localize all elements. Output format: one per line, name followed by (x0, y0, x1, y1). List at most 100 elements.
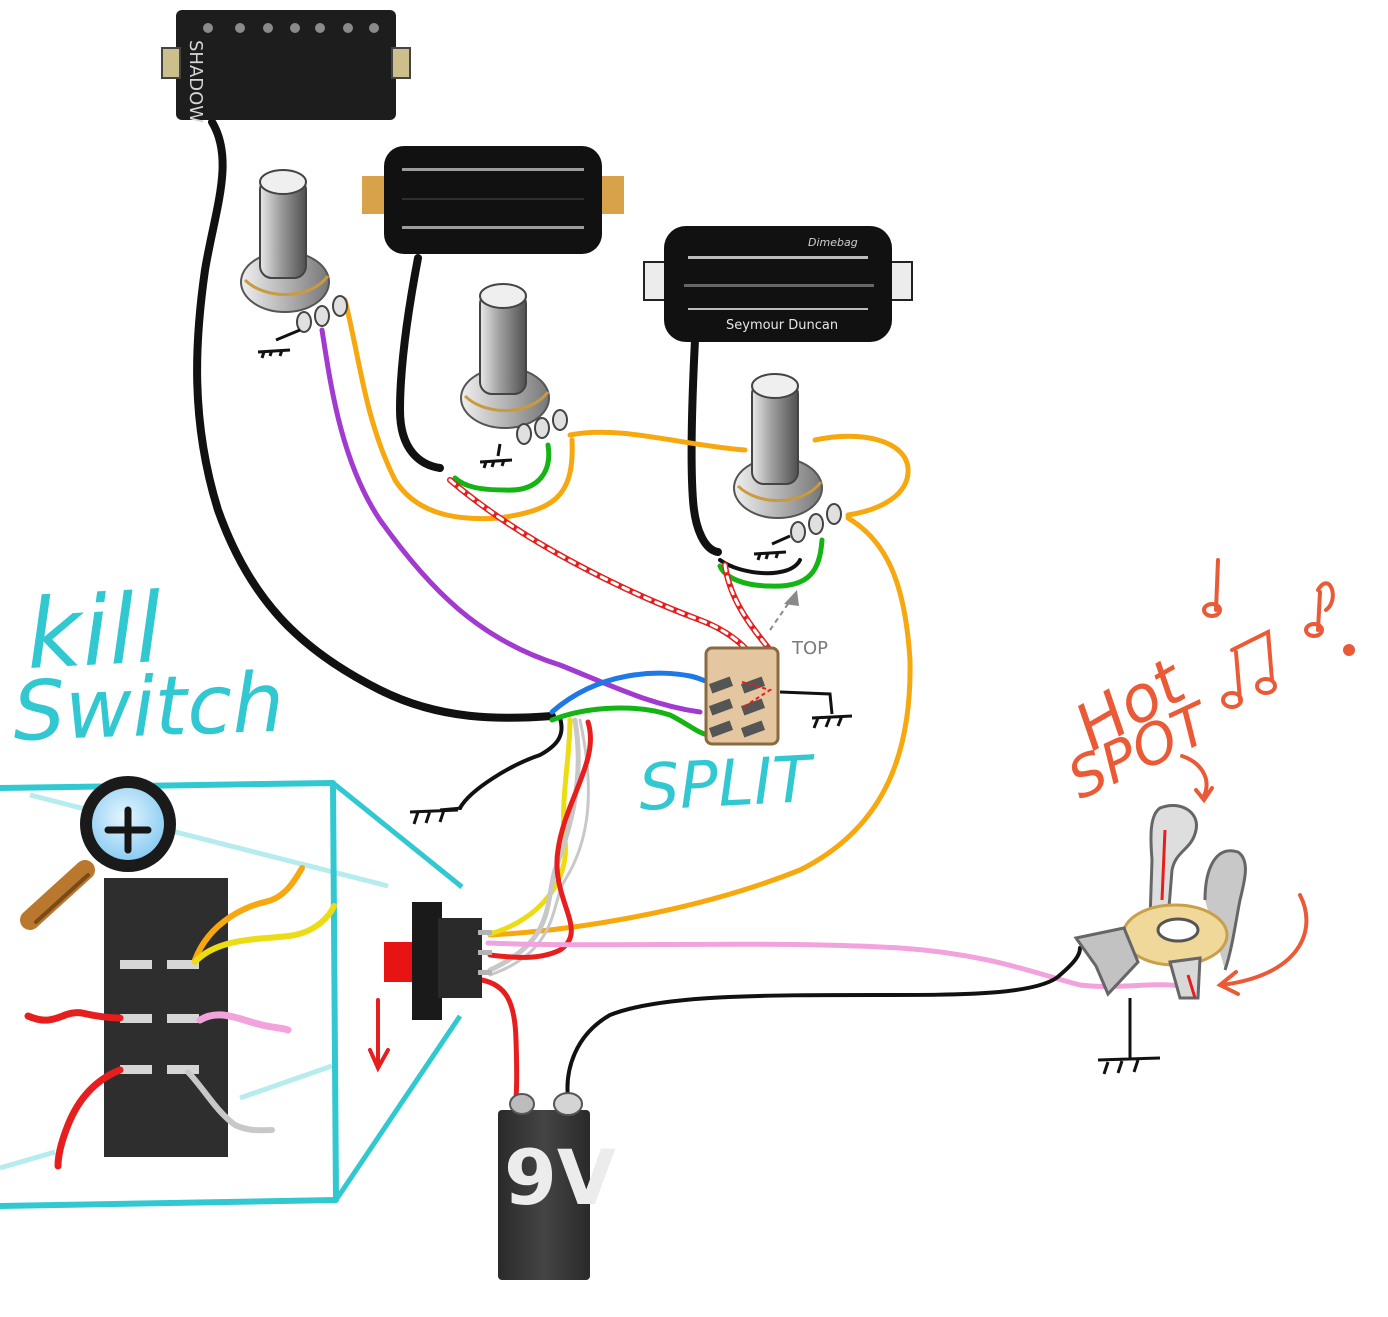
pot3-shaft-top (751, 373, 799, 399)
pickup-bridge-brand: Seymour Duncan (726, 318, 838, 333)
music-note-icon (1202, 558, 1222, 618)
magnifier-handle-shade (34, 873, 90, 924)
potentiometer-icon (460, 283, 568, 445)
top-label: TOP (791, 638, 828, 659)
pickup-mid-coil-line-1 (402, 168, 584, 171)
pickup-mid-tab-left (362, 176, 388, 214)
ground-symbol-icon (1097, 998, 1161, 1075)
inset-light-ray-3 (239, 1063, 333, 1101)
jack-sleeve-lug (1073, 926, 1140, 997)
pickup-mid-coil-line-2 (402, 198, 584, 200)
switch-enlarged-lugs (120, 960, 199, 1074)
pickup-neck-polepieces (203, 23, 379, 33)
jack-hole (1156, 917, 1200, 943)
lug (120, 960, 152, 969)
wire-red-toggle (487, 719, 593, 960)
pot1-shaft-top (259, 169, 307, 195)
humbucker-pickup-icon: Seymour Duncan Dimebag (643, 226, 913, 342)
pot2-shaft-top (479, 283, 527, 309)
toggle-body (438, 918, 482, 998)
potentiometer-icon (733, 373, 842, 543)
plus-symbol (104, 806, 152, 854)
kill-switch-inset: kill Switch (0, 572, 464, 1209)
ground-symbol-icon (779, 690, 853, 729)
pot3-lugs (790, 503, 842, 543)
pickup-bridge-signature: Dimebag (808, 236, 858, 249)
magnifier-icon (20, 776, 176, 930)
ground-symbol-icon (753, 534, 791, 561)
battery-body (498, 1110, 590, 1280)
wire-black-bridge-pot-loop (718, 558, 802, 576)
inset-wire-yellow (192, 903, 337, 965)
pickup-mid-tab-right (598, 176, 624, 214)
jack-spring-arm (1203, 849, 1247, 971)
split-switch-body (704, 646, 780, 746)
humbucker-pickup-icon: SHADOW (161, 10, 411, 123)
hot-spot-arrow-top (1180, 754, 1214, 804)
lug (167, 960, 199, 969)
wire-black-battery-jack (565, 946, 1082, 1100)
toggle-direction-arrow (368, 998, 390, 1073)
ground-symbol-icon (409, 806, 463, 825)
music-dot (1343, 644, 1355, 656)
humbucker-pickup-icon (362, 146, 624, 254)
split-label: SPLIT (637, 743, 818, 826)
wire-purple (319, 327, 703, 715)
magnifier-handle (20, 860, 95, 930)
pickup-neck-tab-left (161, 47, 181, 79)
wire-black-neck-pickup (193, 118, 556, 722)
wire-blue (549, 670, 713, 715)
output-jack-icon (1073, 804, 1247, 1000)
pot3-ring (736, 481, 823, 502)
wire-orange-pot3-loop (812, 433, 911, 518)
pickup-neck-body (176, 10, 396, 120)
wire-black-mid-pickup (396, 254, 444, 472)
wire-green-pot3 (717, 537, 825, 589)
pickup-bridge-coil-line-2 (684, 284, 874, 287)
wire-orange-pot1 (342, 297, 575, 522)
wire-black-bundle-ground (458, 716, 564, 810)
lug (167, 1014, 199, 1023)
wire-orange-pot2-pot3 (567, 429, 748, 453)
switch-label: Switch (11, 656, 285, 760)
ground-symbol-icon (257, 328, 301, 359)
wire-black-bridge-pickup (687, 336, 722, 556)
potentiometer-icon (240, 169, 348, 333)
wire-green-to-split (549, 705, 713, 738)
battery-icon: 9V (498, 1092, 616, 1280)
split-switch-lugs (708, 676, 766, 738)
inset-wire-red-top (24, 1009, 124, 1024)
music-note-icon (1221, 628, 1277, 709)
inset-wire-red-bottom (54, 1066, 124, 1170)
toggle-plate (412, 902, 442, 1020)
lug (167, 1065, 199, 1074)
lug (120, 1014, 152, 1023)
inset-wire-pink (196, 1011, 292, 1034)
wire-red-battery (479, 977, 520, 1101)
split-switch-internal-red (741, 681, 773, 709)
pot2-lugs (516, 409, 568, 445)
inset-projection-top (331, 781, 464, 889)
inset-light-ray-2 (0, 1149, 56, 1171)
wire-green-pot2 (452, 442, 552, 493)
pot2-ring (463, 391, 550, 412)
lug (120, 1065, 152, 1074)
kill-label: kill (23, 572, 165, 691)
push-push-switch-icon (704, 646, 780, 746)
hot-spot-arrow-side (1216, 893, 1309, 996)
battery-label: 9V (504, 1133, 616, 1222)
toggle-switch-icon (368, 902, 492, 1073)
ground-symbol-icon (479, 443, 513, 469)
pot1-ring (243, 275, 330, 296)
inset-box-outline (0, 780, 339, 1209)
pot1-lugs (296, 295, 348, 333)
pickup-neck-brand: SHADOW (185, 40, 206, 123)
pickup-mid-coil-line-3 (402, 226, 584, 229)
battery-terminal-positive (553, 1092, 583, 1116)
jack-red-highlight (1160, 829, 1197, 999)
pickup-bridge-coil-line-1 (688, 256, 868, 259)
pickup-neck-tab-right (391, 47, 411, 79)
wire-white-2 (488, 718, 590, 977)
battery-terminal-negative (509, 1093, 535, 1115)
